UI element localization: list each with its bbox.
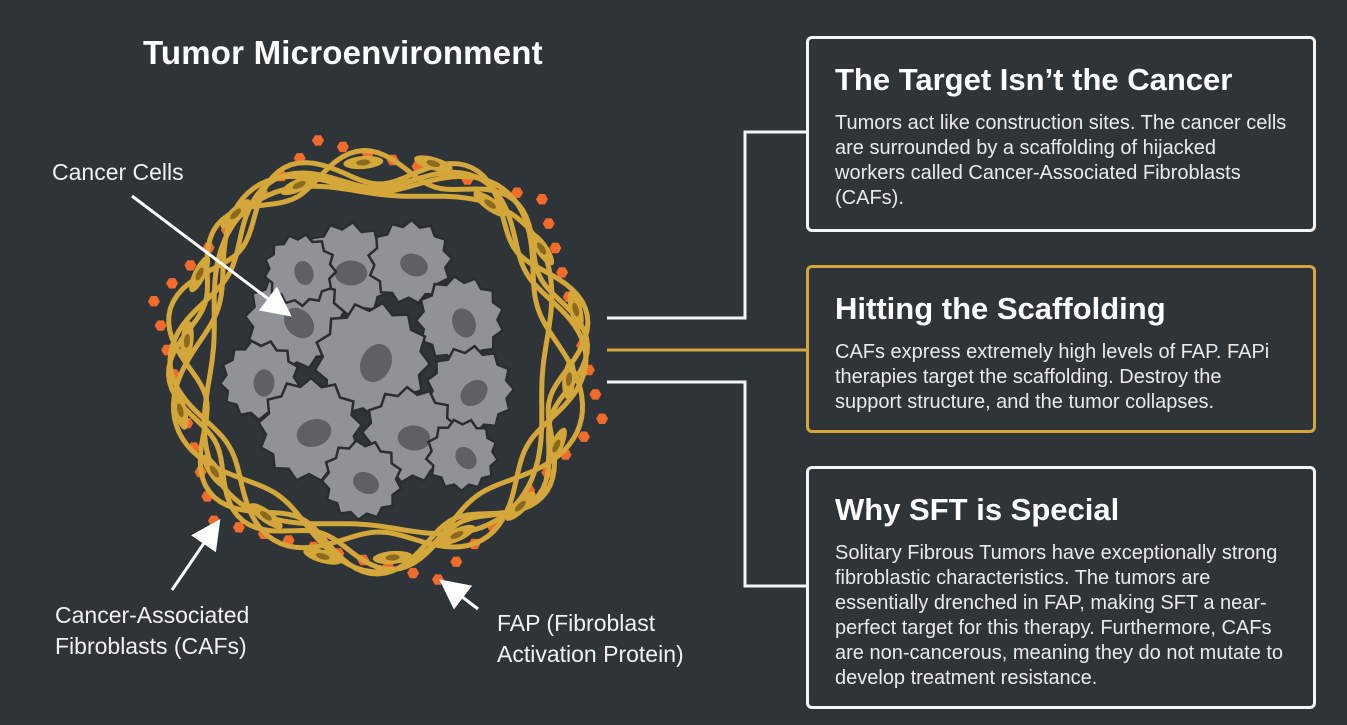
arrow-cafs: [170, 519, 221, 591]
cancer-cell-nucleus: [359, 344, 393, 382]
caf-cell-nucleus: [183, 333, 191, 348]
connector-to-card-1: [607, 130, 806, 320]
cancer-cell-cluster: [218, 218, 516, 522]
connector-lines: [607, 130, 806, 588]
label-fap-line1: FAP (Fibroblast: [497, 610, 656, 636]
fap-dot: [312, 135, 324, 146]
fap-dot: [232, 522, 245, 533]
label-cancer-cells: Cancer Cells: [52, 157, 184, 188]
cancer-cell-nucleus: [460, 379, 488, 407]
caf-cell: [172, 390, 189, 430]
cancer-cell-nucleus: [294, 260, 314, 286]
caf-cell: [529, 231, 555, 266]
caf-cell-nucleus: [385, 554, 400, 561]
caf-cell: [220, 199, 251, 229]
fap-dot: [208, 515, 220, 526]
caf-cell-nucleus: [195, 267, 204, 281]
caf-cell: [545, 427, 567, 465]
caf-cell: [567, 290, 584, 330]
label-cafs-line2: Fibroblasts (CAFs): [55, 633, 247, 659]
caf-cell: [562, 359, 576, 400]
card-body: CAFs express extremely high levels of FA…: [835, 341, 1270, 413]
caf-cell-nucleus: [484, 199, 497, 209]
card-heading: Hitting the Scaffolding: [835, 291, 1166, 326]
caf-cell-nucleus: [292, 181, 306, 189]
fap-dot: [511, 187, 524, 198]
fap-dot: [184, 260, 197, 271]
diagram-title: Tumor Microenvironment: [143, 34, 543, 71]
caf-cell-nucleus: [176, 403, 184, 418]
card-body: Tumors act like construction sites. The …: [835, 112, 1287, 209]
caf-cell-nucleus: [315, 552, 330, 560]
caf-cell: [413, 155, 453, 172]
label-fap: FAP (Fibroblast Activation Protein): [497, 608, 684, 670]
info-card-scaffolding: Hitting the Scaffolding CAFs express ext…: [806, 265, 1316, 433]
caf-fiber: [165, 147, 591, 573]
fap-dot: [336, 141, 349, 153]
caf-cell-nucleus: [572, 302, 580, 317]
arrow-fap: [439, 579, 479, 611]
cancer-cell-nucleus: [334, 260, 368, 286]
caf-cell: [473, 191, 507, 217]
fap-dot: [577, 431, 590, 442]
fap-dot: [154, 320, 167, 331]
caf-cell: [189, 255, 211, 293]
caf-cell-nucleus: [565, 372, 573, 387]
cancer-cell-nucleus: [253, 369, 275, 397]
caf-cell: [180, 320, 194, 361]
fap-dot: [166, 278, 179, 289]
connector-to-card-3: [607, 380, 806, 588]
caf-cell: [343, 155, 384, 170]
fap-dot: [450, 556, 463, 567]
caf-cell-nucleus: [536, 242, 547, 255]
fap-dot: [407, 567, 420, 579]
arrow-cancer-cells: [131, 194, 292, 317]
caf-cell-nucleus: [356, 159, 371, 166]
fap-dot: [556, 267, 569, 278]
card-heading: Why SFT is Special: [835, 492, 1120, 527]
fap-dot: [542, 218, 555, 229]
cancer-cell-nucleus: [397, 425, 431, 451]
label-cafs: Cancer-Associated Fibroblasts (CAFs): [55, 600, 249, 662]
card-body: Solitary Fibrous Tumors have exceptional…: [835, 542, 1284, 689]
fap-dot: [536, 194, 548, 205]
fap-dot: [549, 242, 562, 254]
caf-cell: [438, 524, 476, 546]
card-heading: The Target Isn’t the Cancer: [835, 62, 1233, 97]
caf-cell-nucleus: [259, 511, 272, 521]
caf-cell-nucleus: [426, 160, 441, 168]
caf-cell-nucleus: [552, 439, 561, 453]
caf-cell: [201, 454, 227, 489]
cancer-cell-nucleus: [452, 308, 476, 338]
caf-cell: [303, 548, 343, 565]
fap-dot: [596, 413, 609, 424]
label-arrows: [131, 194, 479, 611]
fap-dot: [147, 296, 160, 307]
label-fap-line2: Activation Protein): [497, 641, 684, 667]
caf-cell: [249, 503, 283, 529]
cancer-cell-nucleus: [455, 446, 477, 470]
label-cancer-cells-text: Cancer Cells: [52, 159, 184, 185]
cancer-cell-nucleus: [400, 253, 428, 277]
fap-dot: [589, 389, 602, 400]
label-cafs-line1: Cancer-Associated: [55, 602, 250, 628]
caf-cell-nucleus: [209, 465, 220, 478]
caf-cell: [280, 174, 318, 196]
fap-dot: [432, 574, 444, 585]
cancer-cell-nucleus: [352, 471, 380, 495]
caf-cell-nucleus: [514, 500, 526, 512]
caf-fiber: [201, 183, 555, 537]
caf-cell-nucleus: [230, 208, 242, 220]
info-card-target: The Target Isn’t the Cancer Tumors act l…: [806, 36, 1316, 232]
info-card-sft: Why SFT is Special Solitary Fibrous Tumo…: [806, 466, 1316, 709]
caf-scaffold: [165, 147, 591, 577]
caf-cell: [505, 491, 536, 521]
caf-cell: [372, 550, 413, 565]
caf-cell-nucleus: [450, 531, 464, 539]
cancer-cell-nucleus: [296, 418, 332, 448]
